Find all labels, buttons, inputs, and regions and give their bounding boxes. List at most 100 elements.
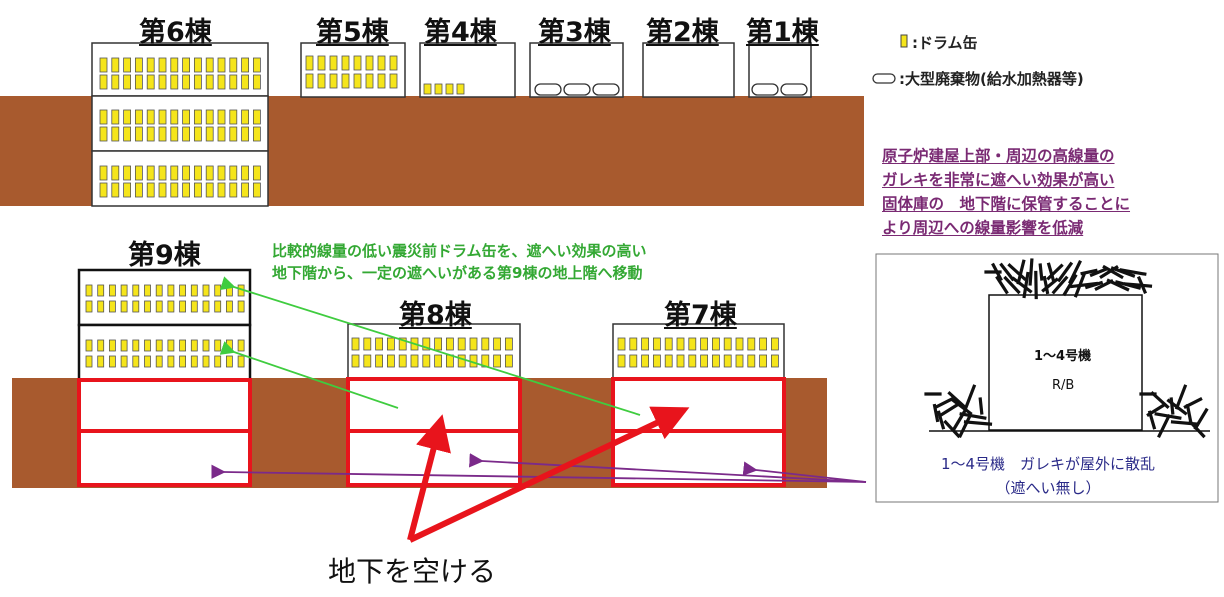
large-waste-icon	[872, 73, 896, 84]
drum-icon	[363, 337, 372, 351]
drum-icon	[205, 109, 214, 125]
drum-icon	[158, 126, 167, 142]
legend-large-waste-label: :大型廃棄物(給水加熱器等)	[899, 70, 1084, 88]
large-waste-icon	[592, 83, 620, 96]
drum-icon	[134, 182, 143, 198]
building-3	[529, 42, 624, 98]
drum-icon	[170, 109, 179, 125]
drum-icon	[700, 337, 708, 351]
drum-icon	[134, 109, 143, 125]
drum-icon	[182, 74, 191, 90]
drum-icon	[109, 284, 116, 297]
drum-icon	[375, 337, 384, 351]
drum-icon	[167, 339, 175, 352]
drum-icon	[120, 355, 128, 368]
drum-icon	[504, 337, 513, 351]
drum-icon	[99, 182, 108, 198]
reactor-building	[988, 294, 1143, 431]
drum-icon	[241, 57, 250, 73]
drum-icon	[423, 83, 432, 95]
drum-icon	[629, 337, 638, 351]
drum-icon	[170, 182, 179, 198]
drum-icon	[123, 165, 131, 181]
drum-icon	[179, 339, 187, 352]
drum-icon	[225, 300, 233, 313]
drum-icon	[217, 74, 226, 90]
debris-icon	[1139, 384, 1209, 439]
drum-icon	[158, 57, 167, 73]
drum-icon	[123, 57, 131, 73]
drum-icon	[493, 337, 502, 351]
drum-icon	[193, 182, 202, 198]
drum-icon	[375, 354, 384, 368]
drum-icon	[155, 339, 163, 352]
drum-icon	[386, 354, 395, 368]
drum-icon	[317, 73, 326, 89]
drum-icon	[111, 74, 120, 90]
drum-icon	[146, 74, 155, 90]
drum-icon	[377, 55, 386, 71]
drum-icon	[97, 339, 105, 352]
drum-icon	[132, 339, 140, 352]
drum-icon	[182, 165, 191, 181]
drum-icon	[329, 73, 338, 89]
drum-icon	[241, 109, 250, 125]
drum-icon	[329, 55, 338, 71]
drum-icon	[190, 284, 198, 297]
drum-icon	[111, 109, 120, 125]
building-1-label: 第1棟	[746, 17, 819, 48]
drum-icon	[723, 354, 732, 368]
drum-icon	[341, 73, 350, 89]
drum-icon	[445, 337, 454, 351]
drum-icon	[664, 354, 673, 368]
building-6	[91, 42, 269, 207]
drum-icon	[182, 109, 191, 125]
drum-icon	[241, 182, 250, 198]
drum-icon	[252, 74, 261, 90]
drum-icon	[229, 74, 238, 90]
drum-icon	[190, 339, 198, 352]
drum-icon	[351, 337, 360, 351]
drum-icon	[688, 337, 697, 351]
building-1	[748, 42, 812, 98]
drum-icon	[241, 165, 250, 181]
drum-icon	[193, 74, 202, 90]
drum-icon	[120, 284, 128, 297]
building-5	[300, 42, 406, 98]
drum-icon	[252, 182, 261, 198]
drum-icon	[146, 182, 155, 198]
drum-icon	[700, 354, 708, 368]
drum-icon	[109, 300, 116, 313]
drum-icon	[900, 34, 908, 48]
drum-icon	[341, 55, 350, 71]
drum-icon	[170, 57, 179, 73]
drum-icon	[351, 354, 360, 368]
drum-icon	[146, 57, 155, 73]
drum-icon	[241, 126, 250, 142]
building-2-label: 第2棟	[646, 17, 719, 48]
drum-icon	[252, 126, 261, 142]
drum-icon	[193, 165, 202, 181]
building-4-label: 第4棟	[424, 17, 497, 48]
drum-icon	[676, 337, 685, 351]
drum-icon	[735, 337, 744, 351]
drum-icon	[123, 74, 131, 90]
drum-icon	[676, 354, 685, 368]
building-6-label: 第6棟	[139, 17, 212, 48]
drum-icon	[456, 83, 465, 95]
drum-icon	[365, 73, 374, 89]
drum-icon	[158, 109, 167, 125]
drum-icon	[363, 354, 372, 368]
drum-icon	[202, 284, 210, 297]
green-arrow	[219, 276, 641, 416]
drum-icon	[99, 165, 108, 181]
drum-icon	[688, 354, 697, 368]
drum-icon	[481, 337, 490, 351]
drum-icon	[111, 182, 120, 198]
drum-icon	[193, 126, 202, 142]
drum-icon	[353, 55, 362, 71]
drum-icon	[155, 284, 163, 297]
drum-icon	[167, 355, 175, 368]
reactor-title: 1～4号機	[1034, 349, 1092, 364]
drum-icon	[317, 55, 326, 71]
